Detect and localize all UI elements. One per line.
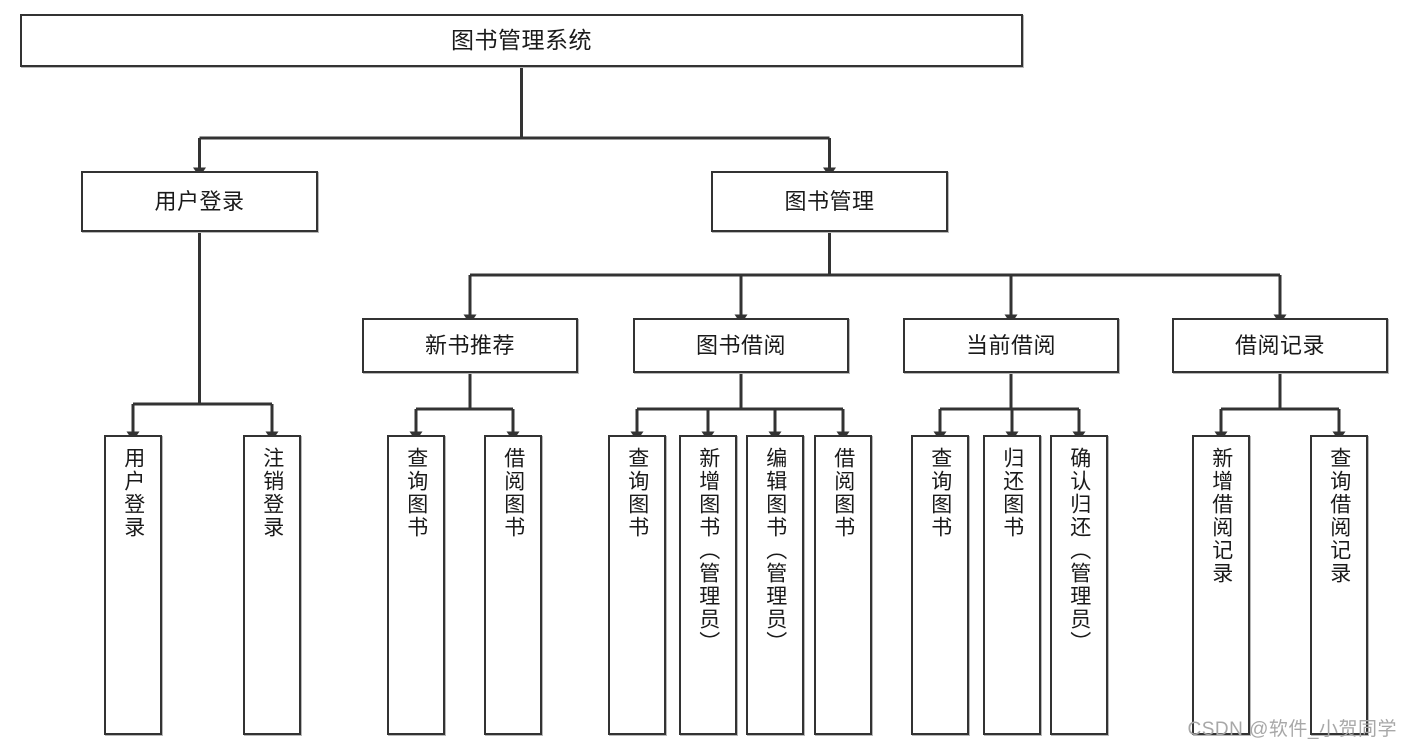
node-label: 图书借阅	[695, 332, 786, 358]
node-leaf-add-record[interactable]: 新增借阅记录	[1192, 435, 1250, 735]
node-label: 借阅图书	[831, 447, 855, 539]
node-label: 查询借阅记录	[1327, 447, 1351, 585]
node-label: 查询图书	[625, 447, 649, 539]
node-label: 查询图书	[404, 447, 428, 539]
node-label: 确认归还（管理员）	[1067, 447, 1091, 654]
node-book-borrow[interactable]: 图书借阅	[633, 318, 849, 373]
node-label: 用户登录	[154, 188, 245, 214]
node-leaf-query-record[interactable]: 查询借阅记录	[1310, 435, 1368, 735]
node-book-management-system[interactable]: 图书管理系统	[20, 14, 1023, 67]
node-leaf-user-login[interactable]: 用户登录	[104, 435, 162, 735]
node-new-book-recommend[interactable]: 新书推荐	[362, 318, 578, 373]
node-leaf-borrow-book-1[interactable]: 借阅图书	[484, 435, 542, 735]
node-leaf-edit-book[interactable]: 编辑图书（管理员）	[746, 435, 804, 735]
node-leaf-query-book-2[interactable]: 查询图书	[608, 435, 666, 735]
node-borrow-record[interactable]: 借阅记录	[1172, 318, 1388, 373]
node-label: 查询图书	[928, 447, 952, 539]
node-label: 新增借阅记录	[1209, 447, 1233, 585]
node-leaf-logout[interactable]: 注销登录	[243, 435, 301, 735]
node-label: 借阅记录	[1234, 332, 1325, 358]
node-leaf-return-book[interactable]: 归还图书	[983, 435, 1041, 735]
node-leaf-confirm-return[interactable]: 确认归还（管理员）	[1050, 435, 1108, 735]
node-leaf-query-book-3[interactable]: 查询图书	[911, 435, 969, 735]
watermark-text: CSDN @软件_小贺同学	[1187, 719, 1397, 740]
node-label: 编辑图书（管理员）	[763, 447, 787, 654]
node-leaf-borrow-book-2[interactable]: 借阅图书	[814, 435, 872, 735]
node-leaf-add-book[interactable]: 新增图书（管理员）	[679, 435, 737, 735]
node-label: 新书推荐	[424, 332, 515, 358]
node-label: 图书管理	[784, 188, 875, 214]
node-label: 注销登录	[260, 447, 284, 539]
node-user-login[interactable]: 用户登录	[81, 171, 318, 232]
node-label: 当前借阅	[965, 332, 1056, 358]
node-label: 用户登录	[121, 447, 145, 539]
node-book-manage[interactable]: 图书管理	[711, 171, 948, 232]
node-current-borrow[interactable]: 当前借阅	[903, 318, 1119, 373]
node-label: 借阅图书	[501, 447, 525, 539]
node-label: 图书管理系统	[451, 27, 592, 54]
node-label: 新增图书（管理员）	[696, 447, 720, 654]
node-leaf-query-book-1[interactable]: 查询图书	[387, 435, 445, 735]
node-label: 归还图书	[1000, 447, 1024, 539]
